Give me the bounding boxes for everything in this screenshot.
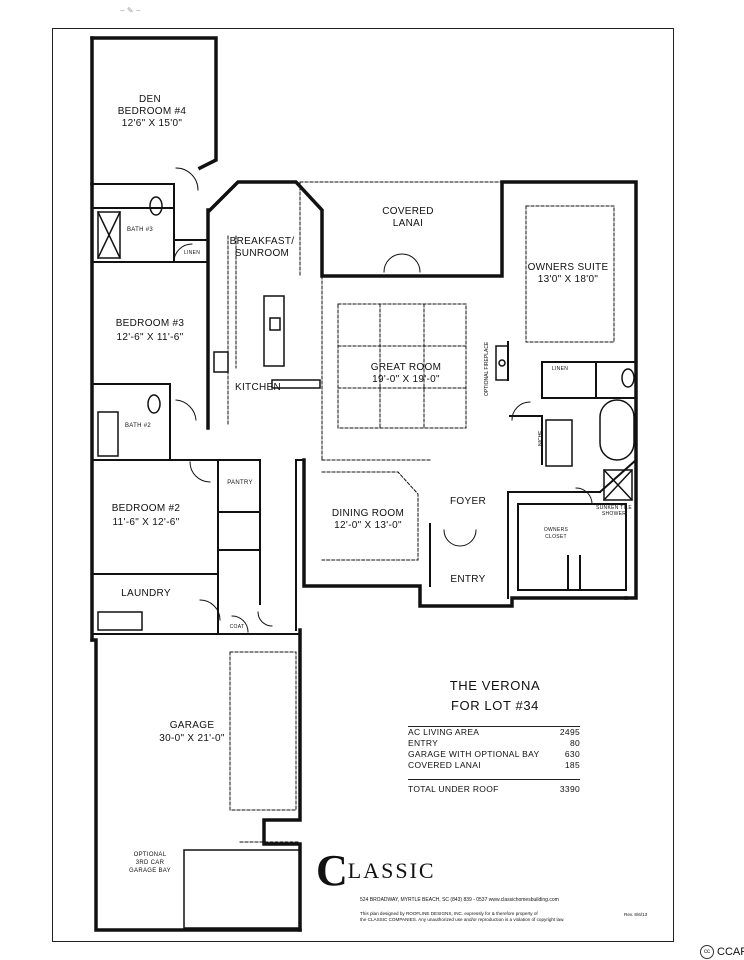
copyright-notice: This plan designed by ROOFLINE DESIGNS, … bbox=[360, 911, 565, 922]
bedroom-3-label: BEDROOM #3 bbox=[115, 318, 185, 329]
niche-label: NICHE bbox=[538, 430, 544, 446]
garage-label: GARAGE bbox=[169, 720, 215, 731]
company-address: 524 BROADWAY, MYRTLE BEACH, SC (843) 839… bbox=[360, 897, 559, 903]
garage-bay-label: GARAGE BAY bbox=[129, 868, 171, 874]
plan-name: THE VERONA bbox=[449, 678, 541, 693]
sunroom-label: SUNROOM bbox=[234, 248, 290, 259]
owners-suite-label: OWNERS SUITE bbox=[527, 262, 609, 273]
optional-bay-label: OPTIONAL bbox=[133, 852, 167, 858]
sunken-tile-label: SUNKEN TILE bbox=[596, 505, 632, 511]
shower-label: SHOWER bbox=[601, 511, 627, 517]
fireplace-label: OPTIONAL FIREPLACE bbox=[484, 341, 490, 396]
lanai-label: LANAI bbox=[392, 218, 424, 229]
bath-3-label: BATH #3 bbox=[127, 227, 153, 233]
revision-date: Rev. 8/6/13 bbox=[624, 912, 648, 917]
coat-closet-label: COAT bbox=[229, 624, 245, 630]
bedroom-2-label: BEDROOM #2 bbox=[111, 503, 181, 514]
ccar-badge: cc CCAR bbox=[700, 945, 744, 959]
area-table-bottom-rule bbox=[408, 779, 580, 780]
bedroom-2-dimensions: 11'-6" X 12'-6" bbox=[112, 517, 180, 528]
laundry-label: LAUNDRY bbox=[121, 588, 171, 599]
logo-column-mark: C bbox=[316, 846, 348, 895]
breakfast-label: BREAKFAST/ bbox=[229, 236, 295, 247]
pantry-label: PANTRY bbox=[227, 480, 253, 486]
third-car-label: 3RD CAR bbox=[135, 860, 165, 866]
plan-sheet-border bbox=[52, 28, 674, 942]
great-room-dimensions: 19'-0" X 19'-0" bbox=[372, 374, 440, 385]
corner-scribble: − ✎ − bbox=[120, 6, 141, 15]
covered-lanai-label: COVERED bbox=[382, 206, 434, 217]
foyer-label: FOYER bbox=[450, 496, 486, 507]
owners-suite-dimensions: 13'0" X 18'0" bbox=[537, 274, 599, 285]
classic-logo: C LASSIC bbox=[316, 848, 436, 894]
garage-dimensions: 30-0" X 21'-0" bbox=[159, 733, 225, 744]
den-label: DEN bbox=[138, 94, 162, 105]
area-table-top-rule bbox=[408, 726, 580, 727]
bedroom-3-dimensions: 12'-6" X 11'-6" bbox=[116, 332, 184, 343]
owners-linen-label: LINEN bbox=[551, 366, 569, 372]
entry-label: ENTRY bbox=[450, 574, 486, 585]
owners-closet-label: OWNERS bbox=[543, 527, 569, 533]
closet-label: CLOSET bbox=[545, 534, 567, 540]
plan-title-block: THE VERONA FOR LOT #34 bbox=[440, 676, 550, 716]
dining-room-label: DINING ROOM bbox=[331, 508, 405, 519]
linen-label: LINEN bbox=[183, 250, 201, 256]
bath-2-label: BATH #2 bbox=[125, 423, 151, 429]
bedroom-4-label: BEDROOM #4 bbox=[117, 106, 187, 117]
kitchen-label: KITCHEN bbox=[235, 382, 281, 393]
exterior-walls bbox=[90, 36, 638, 932]
ccar-label: CCAR bbox=[717, 946, 744, 958]
lot-number: FOR LOT #34 bbox=[450, 698, 539, 713]
copyright-circle-icon: cc bbox=[700, 945, 714, 959]
dining-room-dimensions: 12'-0" X 13'-0" bbox=[334, 520, 402, 531]
logo-wordmark: LASSIC bbox=[347, 858, 436, 883]
great-room-label: GREAT ROOM bbox=[370, 362, 442, 373]
bedroom-4-dimensions: 12'6" X 15'0" bbox=[121, 118, 183, 129]
